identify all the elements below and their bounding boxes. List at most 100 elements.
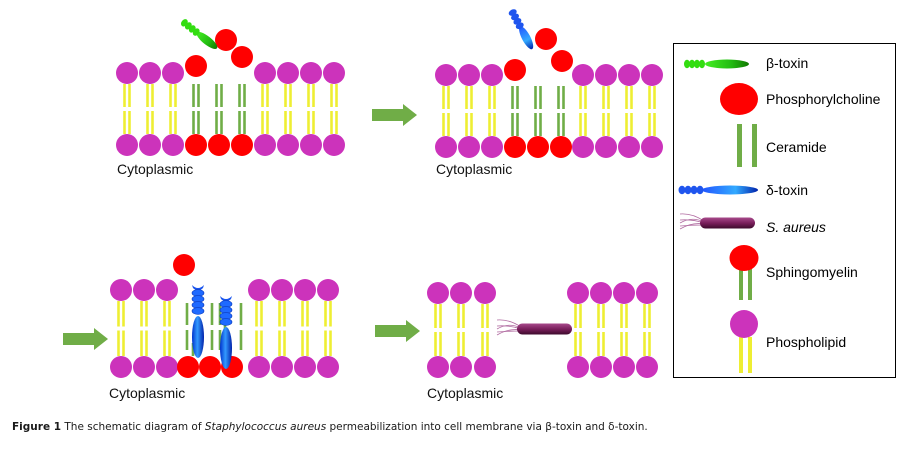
phospholipid-head-top bbox=[618, 64, 640, 86]
phospholipid-tails bbox=[123, 84, 131, 134]
legend-label-s-aureus: S. aureus bbox=[766, 219, 826, 235]
phospholipid-tails bbox=[284, 84, 292, 134]
panel-1-label: Cytoplasmic bbox=[117, 161, 194, 177]
legend-label-ceramide: Ceramide bbox=[766, 139, 827, 155]
beta-toxin-bead bbox=[694, 59, 700, 69]
legend-label-beta-toxin: β-toxin bbox=[766, 55, 809, 71]
phospholipid-tail bbox=[748, 337, 752, 373]
phospholipid-tails bbox=[465, 86, 473, 136]
delta-toxin-bead bbox=[690, 185, 698, 195]
phospholipid-head-bottom bbox=[277, 134, 299, 156]
phospholipid-head-bottom bbox=[595, 136, 617, 158]
sphingomyelin-tail bbox=[739, 268, 743, 300]
phospholipid-tails bbox=[255, 301, 263, 356]
sphingomyelin-head-bottom bbox=[199, 356, 221, 378]
phospholipid-head-bottom bbox=[300, 134, 322, 156]
bacterium-body bbox=[700, 217, 755, 229]
phospholipid-head-bottom bbox=[133, 356, 155, 378]
s-aureus bbox=[496, 319, 572, 336]
phospholipid-head-bottom bbox=[481, 136, 503, 158]
phosphorylcholine-released bbox=[535, 28, 557, 50]
phospholipid-head-bottom bbox=[613, 356, 635, 378]
ceramide-icon bbox=[737, 124, 757, 167]
beta-toxin-body bbox=[705, 59, 749, 69]
phospholipid-head-bottom bbox=[248, 356, 270, 378]
delta-toxin-bead bbox=[696, 185, 704, 195]
phospholipid-head-bottom bbox=[572, 136, 594, 158]
delta-toxin-cap bbox=[192, 285, 204, 291]
ceramide-bar bbox=[737, 124, 742, 167]
sphingomyelin-head-bottom bbox=[208, 134, 230, 156]
phospholipid-head-bottom bbox=[427, 356, 449, 378]
beta-toxin-bead bbox=[684, 59, 690, 69]
delta-toxin bbox=[508, 9, 534, 50]
delta-toxin-cap bbox=[220, 296, 232, 302]
ceramide bbox=[215, 84, 223, 134]
phospholipid-tails bbox=[488, 86, 496, 136]
phospholipid-head-bottom bbox=[641, 136, 663, 158]
phospholipid-head-top bbox=[323, 62, 345, 84]
delta-toxin-body bbox=[519, 26, 534, 50]
phospholipid-head-bottom bbox=[254, 134, 276, 156]
delta-toxin-bead bbox=[508, 9, 517, 16]
phospholipid-head-bottom bbox=[116, 134, 138, 156]
phospholipid-head-top bbox=[294, 279, 316, 301]
phospholipid-head-top bbox=[450, 282, 472, 304]
phospholipid-head-top bbox=[474, 282, 496, 304]
phospholipid-tails bbox=[330, 84, 338, 134]
phospholipid-head-top bbox=[613, 282, 635, 304]
phospholipid-head-top bbox=[317, 279, 339, 301]
phosphorylcholine-released bbox=[551, 50, 573, 72]
phospholipid-tails bbox=[140, 301, 148, 356]
phospholipid-head-bottom bbox=[294, 356, 316, 378]
phospholipid-tails bbox=[602, 86, 610, 136]
sphingomyelin-icon bbox=[729, 245, 759, 300]
phospholipid-head-top bbox=[139, 62, 161, 84]
ceramide bbox=[557, 86, 565, 136]
sphingomyelin-head-bottom bbox=[527, 136, 549, 158]
phospholipid-tails bbox=[163, 301, 171, 356]
phospholipid-head-top bbox=[435, 64, 457, 86]
panel-3-label: Cytoplasmic bbox=[109, 385, 186, 401]
phospholipid-head-top bbox=[271, 279, 293, 301]
phospholipid-head-top bbox=[248, 279, 270, 301]
phospholipid-head-bottom bbox=[162, 134, 184, 156]
phospholipid-tails bbox=[625, 86, 633, 136]
delta-toxin-inserted bbox=[191, 285, 205, 358]
phospholipid-head-top bbox=[567, 282, 589, 304]
phospholipid-tails bbox=[597, 304, 605, 356]
phospholipid-head-bottom bbox=[317, 356, 339, 378]
beta-toxin-bead bbox=[699, 59, 705, 69]
phospholipid-head-bottom bbox=[435, 136, 457, 158]
flagellum bbox=[496, 330, 522, 333]
arrow-step-3-to-4 bbox=[375, 320, 420, 342]
phospholipid-tails bbox=[442, 86, 450, 136]
delta-toxin-bead bbox=[684, 185, 692, 195]
phospholipid-tails bbox=[278, 301, 286, 356]
delta-toxin-inserted bbox=[219, 296, 233, 369]
bacterium-body bbox=[517, 323, 572, 335]
figure-number: Figure 1 bbox=[12, 421, 62, 433]
phospholipid-head-bottom bbox=[110, 356, 132, 378]
phospholipid-head-top bbox=[590, 282, 612, 304]
phospholipid-tails bbox=[648, 86, 656, 136]
sphingomyelin-head-bottom bbox=[185, 134, 207, 156]
delta-toxin-body bbox=[220, 327, 232, 369]
phospholipid-head-bottom bbox=[139, 134, 161, 156]
panel-2 bbox=[435, 9, 663, 158]
phosphorylcholine-released bbox=[185, 55, 207, 77]
phospholipid-tails bbox=[301, 301, 309, 356]
phosphorylcholine-icon bbox=[720, 83, 758, 115]
phospholipid-tails bbox=[146, 84, 154, 134]
phospholipid-head-top bbox=[133, 279, 155, 301]
panel-2-label: Cytoplasmic bbox=[436, 161, 513, 177]
phospholipid-head bbox=[730, 310, 758, 338]
phosphorylcholine-released bbox=[215, 29, 237, 51]
phospholipid-tails bbox=[643, 304, 651, 356]
sphingomyelin-head-bottom bbox=[177, 356, 199, 378]
caption-text-1: The schematic diagram of bbox=[64, 421, 205, 433]
phospholipid-head-top bbox=[156, 279, 178, 301]
arrow-step-1-to-2 bbox=[372, 104, 417, 126]
